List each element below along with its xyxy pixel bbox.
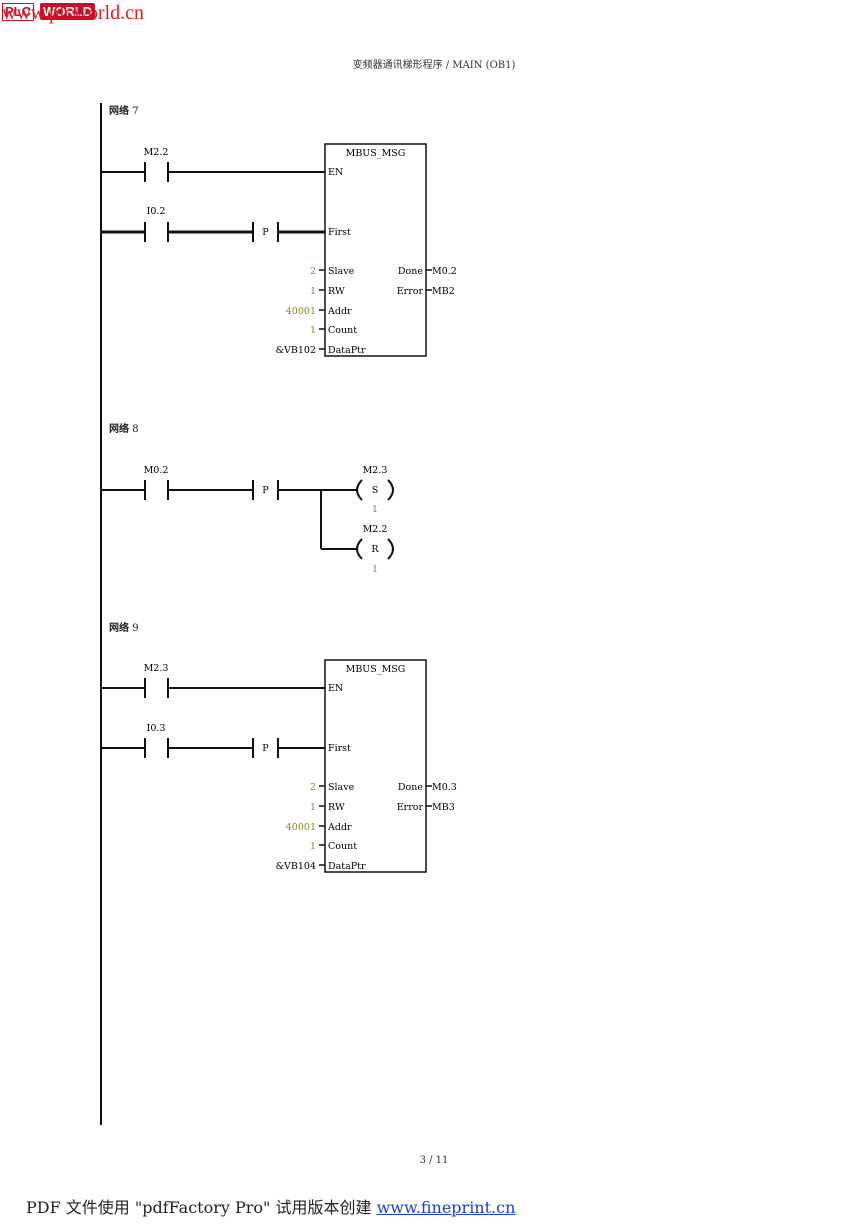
network-word: 网络 xyxy=(109,424,129,435)
set-coil[interactable]: S xyxy=(356,479,394,501)
network-number: 8 xyxy=(132,424,139,435)
pin-count: Count xyxy=(328,841,357,852)
pin-addr: Addr xyxy=(327,822,352,833)
block-inputs: 2 1 40001 1 &VB104 xyxy=(276,782,325,872)
logo-world: WORLD xyxy=(40,3,96,20)
network-9: M2.3 I0.3 P MBUS_MSG EN First Slave RW A… xyxy=(101,659,457,873)
network-word: 网络 xyxy=(109,623,129,634)
pdf-footer: PDF 文件使用 "pdfFactory Pro" 试用版本创建 www.fin… xyxy=(26,1194,515,1218)
value-addr: 40001 xyxy=(286,822,316,833)
coil-op: S xyxy=(372,485,379,496)
network-8: M0.2 P M2.3 S 1 M2.2 R 1 xyxy=(101,465,394,575)
coil-op: R xyxy=(371,544,379,555)
pin-dataptr: DataPtr xyxy=(328,345,366,356)
pin-slave: Slave xyxy=(328,266,355,277)
fineprint-link[interactable]: www.fineprint.cn xyxy=(376,1198,516,1217)
logo-plc: PLC xyxy=(2,3,34,21)
block-name: MBUS_MSG xyxy=(346,148,406,159)
coil-label: M2.2 xyxy=(363,524,388,535)
edge-p-label: P xyxy=(262,227,269,238)
network-8-label: 网络 8 xyxy=(109,420,139,435)
pin-en: EN xyxy=(328,683,343,694)
contact-label: I0.2 xyxy=(147,206,166,217)
edge-p-label: P xyxy=(262,485,269,496)
positive-edge-contact[interactable]: P xyxy=(252,738,279,758)
pin-slave: Slave xyxy=(328,782,355,793)
value-dataptr: &VB104 xyxy=(276,861,316,872)
network-7: M2.2 I0.2 P MBUS_MSG EN First Slave RW xyxy=(101,143,457,357)
pin-error: Error xyxy=(397,286,424,297)
coil-count: 1 xyxy=(372,564,378,575)
block-name: MBUS_MSG xyxy=(346,664,406,675)
pin-error: Error xyxy=(397,802,424,813)
value-error: MB3 xyxy=(432,802,455,813)
pin-en: EN xyxy=(328,167,343,178)
value-rw: 1 xyxy=(310,802,316,813)
no-contact[interactable] xyxy=(144,678,169,698)
footer-text: PDF 文件使用 "pdfFactory Pro" 试用版本创建 xyxy=(26,1198,377,1217)
block-outputs: M0.3 MB3 xyxy=(426,782,457,813)
contact-label: M2.2 xyxy=(144,147,169,158)
pin-first: First xyxy=(328,227,351,238)
no-contact[interactable] xyxy=(144,222,169,242)
pin-rw: RW xyxy=(328,286,345,297)
network-9-label: 网络 9 xyxy=(109,619,139,634)
value-rw: 1 xyxy=(310,286,316,297)
page-header: 变频器通讯梯形程序 / MAIN (OB1) xyxy=(352,60,516,71)
value-addr: 40001 xyxy=(286,306,316,317)
network-7-label: 网络 7 xyxy=(109,102,139,117)
value-error: MB2 xyxy=(432,286,455,297)
value-slave: 2 xyxy=(310,266,316,277)
pin-rw: RW xyxy=(328,802,345,813)
contact-label: M0.2 xyxy=(144,465,169,476)
no-contact[interactable] xyxy=(144,480,169,500)
positive-edge-contact[interactable]: P xyxy=(252,222,279,242)
coil-label: M2.3 xyxy=(363,465,388,476)
value-count: 1 xyxy=(310,325,316,336)
pin-done: Done xyxy=(398,266,423,277)
positive-edge-contact[interactable]: P xyxy=(252,480,279,500)
mbus-msg-block[interactable]: MBUS_MSG EN First Slave RW Addr Count Da… xyxy=(324,143,427,357)
network-number: 9 xyxy=(132,623,139,634)
page-number: 3 / 11 xyxy=(419,1155,449,1166)
block-inputs: 2 1 40001 1 &VB102 xyxy=(276,266,325,356)
pin-done: Done xyxy=(398,782,423,793)
reset-coil[interactable]: R xyxy=(356,538,394,560)
contact-label: I0.3 xyxy=(147,723,166,734)
contact-label: M2.3 xyxy=(144,663,169,674)
value-done: M0.3 xyxy=(432,782,457,793)
mbus-msg-block[interactable]: MBUS_MSG EN First Slave RW Addr Count Da… xyxy=(324,659,427,873)
block-outputs: M0.2 MB2 xyxy=(426,266,457,297)
network-word: 网络 xyxy=(109,106,129,117)
pin-dataptr: DataPtr xyxy=(328,861,366,872)
pin-addr: Addr xyxy=(327,306,352,317)
value-dataptr: &VB102 xyxy=(276,345,316,356)
value-slave: 2 xyxy=(310,782,316,793)
coil-count: 1 xyxy=(372,504,378,515)
value-done: M0.2 xyxy=(432,266,457,277)
pin-first: First xyxy=(328,743,351,754)
no-contact[interactable] xyxy=(144,738,169,758)
network-number: 7 xyxy=(132,106,139,117)
value-count: 1 xyxy=(310,841,316,852)
watermark-url: www.plcworld.cn xyxy=(2,2,145,24)
pin-count: Count xyxy=(328,325,357,336)
no-contact[interactable] xyxy=(144,162,169,182)
edge-p-label: P xyxy=(262,743,269,754)
